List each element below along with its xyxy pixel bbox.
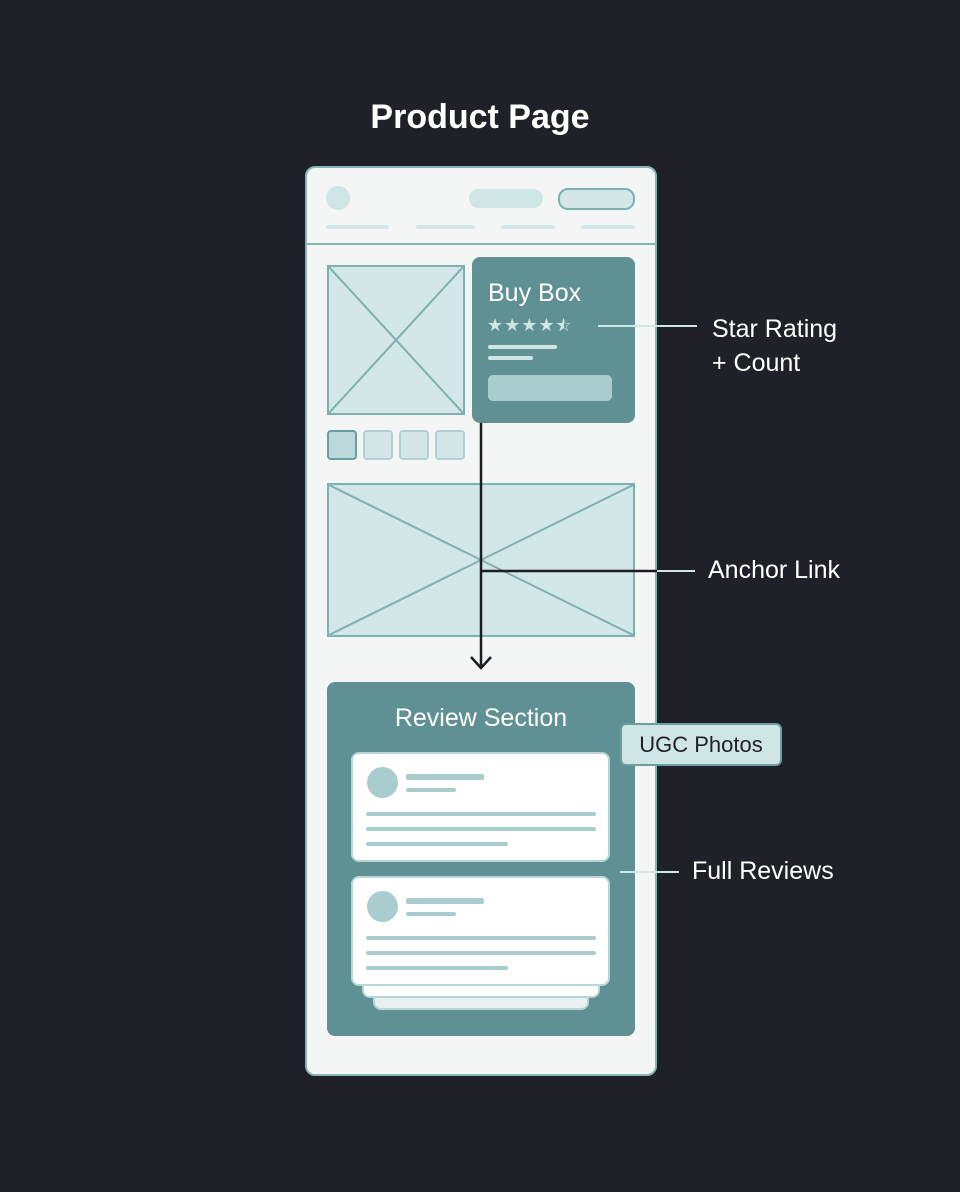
detail-line [488, 356, 533, 360]
review-card [351, 876, 610, 986]
reviewer-name-line [406, 774, 484, 780]
review-section-title: Review Section [394, 704, 568, 732]
reviewer-name-line [406, 898, 484, 904]
nav-link [416, 225, 475, 229]
review-text-line [366, 951, 596, 955]
review-text-line [366, 936, 596, 940]
callout-full-reviews: Full Reviews [692, 857, 834, 885]
reviewer-avatar [367, 891, 398, 922]
nav-link [501, 225, 555, 229]
nav-link [581, 225, 635, 229]
diagram-title: Product Page [370, 98, 590, 136]
nav-pill [469, 189, 543, 208]
review-card [351, 752, 610, 862]
nav-link [326, 225, 389, 229]
thumbnail [435, 430, 465, 460]
callout-text: Star Rating [712, 315, 838, 343]
thumbnail [363, 430, 393, 460]
review-text-line [366, 827, 596, 831]
star-icon: ★ [538, 315, 556, 336]
callout-star-rating: Star Rating + Count [712, 312, 837, 380]
star-icon: ★ [504, 315, 522, 336]
reviewer-avatar [367, 767, 398, 798]
arrow-head-icon [470, 656, 492, 670]
review-text-line [366, 842, 508, 846]
callout-text: + Count [712, 349, 801, 377]
star-icon: ★ [521, 315, 539, 336]
star-icon: ★ [487, 315, 505, 336]
star-rating: ★★★★☆★ [487, 316, 573, 336]
header-divider [306, 243, 656, 245]
logo-placeholder [326, 186, 350, 210]
review-text-line [366, 812, 596, 816]
half-star-icon: ☆★ [555, 315, 573, 336]
review-date-line [406, 912, 456, 916]
thumbnail [399, 430, 429, 460]
product-image-placeholder [327, 265, 465, 415]
price-line [488, 345, 557, 349]
nav-button-outline [558, 188, 635, 210]
callout-ugc-photos: UGC Photos [620, 723, 782, 766]
review-text-line [366, 966, 508, 970]
buy-box-title: Buy Box [488, 279, 582, 307]
thumbnail-selected [327, 430, 357, 460]
add-to-cart-button [488, 375, 612, 401]
review-date-line [406, 788, 456, 792]
callout-anchor-link: Anchor Link [708, 556, 841, 584]
